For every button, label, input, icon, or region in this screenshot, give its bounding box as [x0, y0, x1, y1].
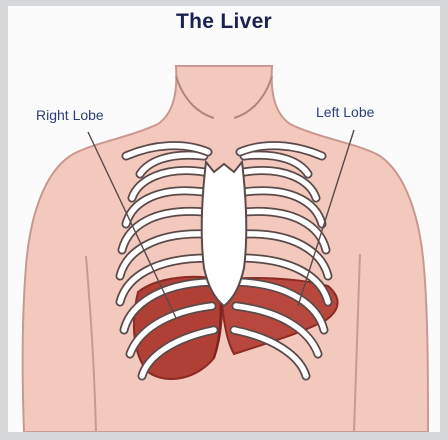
torso-illustration	[8, 6, 440, 432]
sternum	[202, 162, 246, 306]
right-lobe-label: Right Lobe	[36, 107, 104, 123]
diagram-panel: The Liver Right Lobe Left Lobe	[8, 6, 440, 432]
left-lobe-label: Left Lobe	[316, 104, 374, 120]
diagram-title: The Liver	[8, 10, 440, 34]
